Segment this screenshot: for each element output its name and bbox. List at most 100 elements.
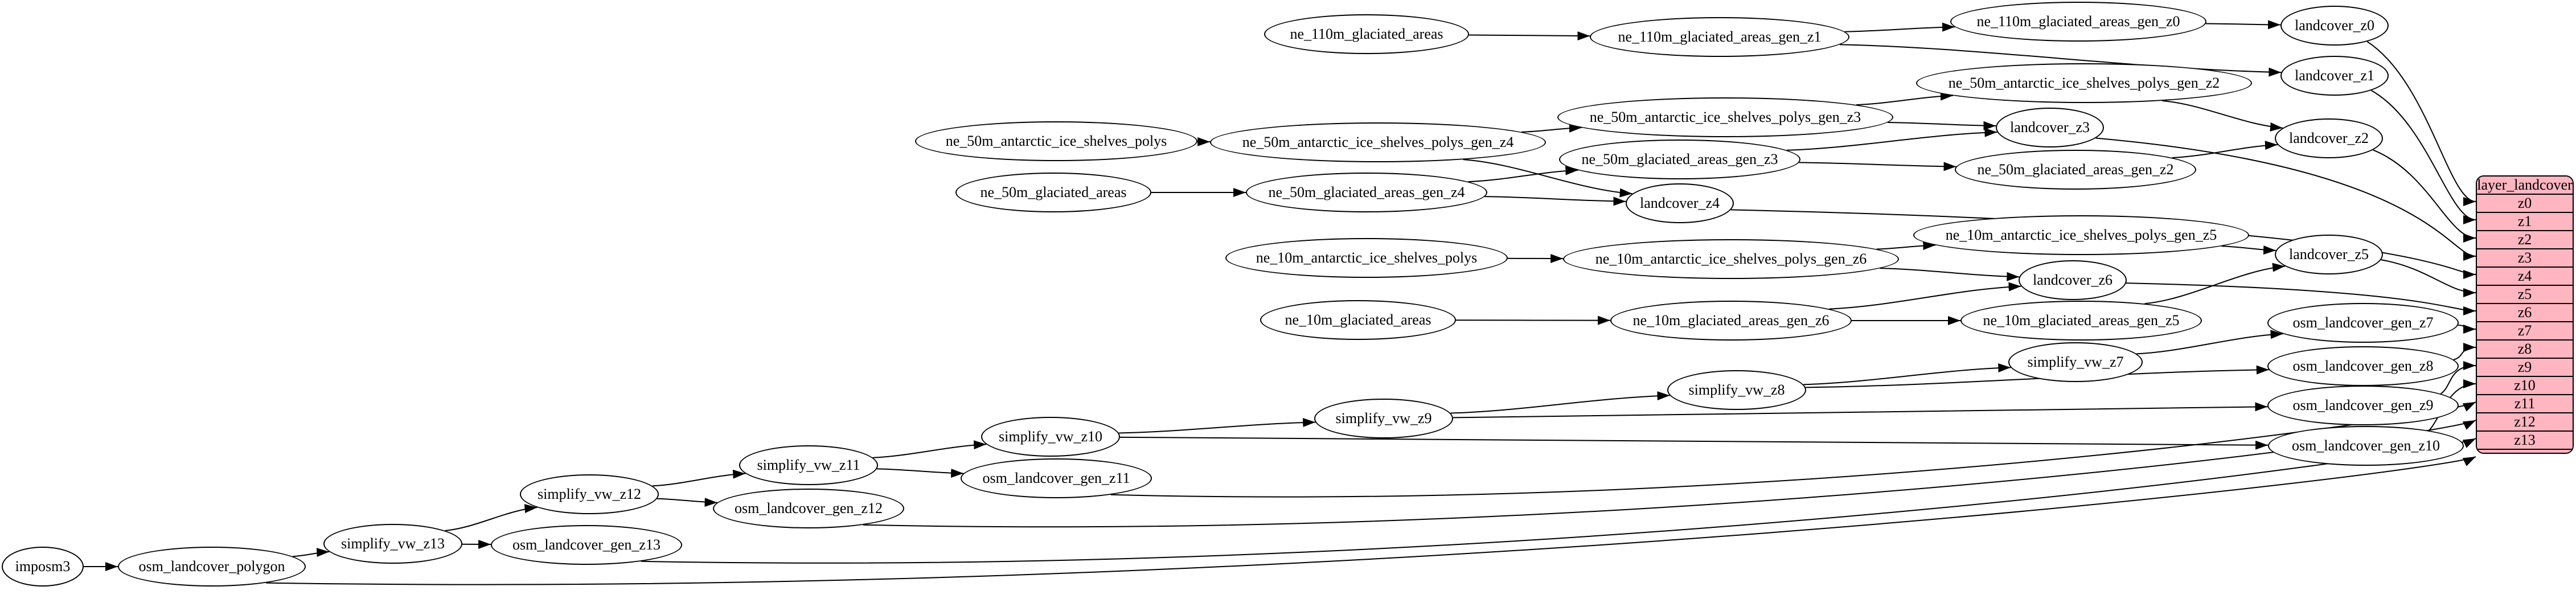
edge-ne_110m_glaciated_areas_gen_z1-to-landcover_z1 bbox=[1839, 44, 2282, 77]
node-label: ne_50m_glaciated_areas_gen_z3 bbox=[1581, 151, 1778, 167]
edge-osm_landcover_gen_z13-to-layer_landcover-z13 bbox=[641, 438, 2476, 564]
node-landcover-z1: landcover_z1 bbox=[2280, 56, 2389, 96]
edge-osm_landcover_polygon-to-layer_landcover-z14+ bbox=[266, 456, 2476, 585]
node-label: osm_landcover_gen_z11 bbox=[982, 470, 1130, 486]
table-header-layer-landcover: layer_landcover bbox=[2477, 177, 2573, 194]
edge-landcover_z6-to-layer_landcover-z6 bbox=[2126, 282, 2476, 315]
node-osm-landcover-gen-z8: osm_landcover_gen_z8 bbox=[2267, 346, 2459, 386]
edge-landcover_z5-to-layer_landcover-z5 bbox=[2381, 259, 2476, 297]
node-ne-10m-glaciated-areas-gen-z6: ne_10m_glaciated_areas_gen_z6 bbox=[1610, 301, 1852, 341]
edge-ne_110m_glaciated_areas_gen_z1-to-ne_110m_glaciated_areas_gen_z0 bbox=[1844, 22, 1955, 32]
node-label: osm_landcover_gen_z7 bbox=[2292, 314, 2434, 331]
node-ne-50m-glaciated-areas-gen-z3: ne_50m_glaciated_areas_gen_z3 bbox=[1559, 140, 1800, 179]
node-simplify-vw-z7: simplify_vw_z7 bbox=[2008, 342, 2143, 382]
node-ne-50m-glaciated-areas: ne_50m_glaciated_areas bbox=[955, 173, 1151, 212]
node-label: simplify_vw_z9 bbox=[1335, 410, 1432, 427]
table-row-z3: z3 bbox=[2477, 248, 2573, 266]
node-label: ne_10m_antarctic_ice_shelves_polys_gen_z… bbox=[1945, 227, 2217, 243]
edge-ne_110m_glaciated_areas-to-ne_110m_glaciated_areas_gen_z1 bbox=[1469, 31, 1590, 41]
node-ne-110m-glaciated-areas: ne_110m_glaciated_areas bbox=[1264, 14, 1469, 54]
edge-ne_10m_glaciated_areas_gen_z6-to-landcover_z6 bbox=[1829, 282, 2021, 310]
edge-simplify_vw_z7-to-osm_landcover_gen_z7 bbox=[2136, 330, 2283, 355]
edge-ne_50m_glaciated_areas_gen_z2-to-landcover_z2 bbox=[2172, 141, 2278, 159]
node-label: osm_landcover_gen_z10 bbox=[2292, 437, 2440, 454]
edge-osm_landcover_gen_z7-to-layer_landcover-z7 bbox=[2458, 324, 2476, 334]
node-label: imposm3 bbox=[15, 558, 71, 575]
edge-osm_landcover_gen_z9-to-layer_landcover-z9 bbox=[2440, 361, 2476, 395]
node-landcover-z2: landcover_z2 bbox=[2275, 118, 2383, 158]
node-label: landcover_z3 bbox=[2009, 119, 2090, 136]
node-landcover-z4: landcover_z4 bbox=[1626, 183, 1734, 223]
edge-simplify_vw_z9-to-osm_landcover_gen_z9 bbox=[1453, 402, 2268, 419]
table-row-z1: z1 bbox=[2477, 212, 2573, 230]
table-row-z4: z4 bbox=[2477, 266, 2573, 285]
table-layer-landcover: layer_landcover z0 z1 z2 z3 z4 z5 z6 z7 … bbox=[2476, 175, 2574, 454]
node-label: ne_10m_antarctic_ice_shelves_polys_gen_z… bbox=[1595, 251, 1867, 267]
node-landcover-z0: landcover_z0 bbox=[2280, 6, 2389, 46]
edge-simplify_vw_z10-to-simplify_vw_z9 bbox=[1118, 417, 1316, 434]
table-row-z9: z9 bbox=[2477, 358, 2573, 376]
node-label: ne_50m_antarctic_ice_shelves_polys_gen_z… bbox=[1589, 109, 1861, 125]
edge-simplify_vw_z12-to-simplify_vw_z11 bbox=[652, 469, 746, 487]
edge-ne_10m_antarctic_ice_shelves_polys_gen_z6-to-ne_10m_antarctic_ice_shelves_polys_gen_z5 bbox=[1876, 241, 1936, 251]
table-row-z7: z7 bbox=[2477, 321, 2573, 339]
edge-ne_50m_glaciated_areas_gen_z4-to-ne_50m_glaciated_areas_gen_z3 bbox=[1468, 166, 1578, 183]
edge-osm_landcover_gen_z8-to-layer_landcover-z8 bbox=[2453, 343, 2476, 360]
node-imposm3: imposm3 bbox=[2, 547, 84, 587]
node-label: simplify_vw_z11 bbox=[757, 457, 860, 473]
edge-ne_50m_antarctic_ice_shelves_polys_gen_z3-to-landcover_z3 bbox=[1888, 121, 1996, 130]
node-ne-50m-glaciated-areas-gen-z2: ne_50m_glaciated_areas_gen_z2 bbox=[1955, 150, 2196, 190]
edge-ne_50m_glaciated_areas_gen_z3-to-landcover_z3 bbox=[1786, 128, 1997, 151]
node-label: landcover_z1 bbox=[2294, 67, 2375, 84]
node-label: ne_10m_glaciated_areas_gen_z6 bbox=[1632, 312, 1830, 329]
edge-simplify_vw_z13-to-simplify_vw_z12 bbox=[445, 504, 538, 531]
table-row-z11: z11 bbox=[2477, 394, 2573, 412]
node-label: osm_landcover_gen_z12 bbox=[735, 500, 883, 516]
node-ne-50m-glaciated-areas-gen-z4: ne_50m_glaciated_areas_gen_z4 bbox=[1246, 173, 1487, 212]
edge-ne_50m_glaciated_areas_gen_z3-to-ne_50m_glaciated_areas_gen_z2 bbox=[1799, 162, 1956, 171]
edge-ne_110m_glaciated_areas_gen_z0-to-landcover_z0 bbox=[2205, 20, 2281, 30]
node-ne-50m-antarctic-ice-shelves-polys-gen-z4: ne_50m_antarctic_ice_shelves_polys_gen_z… bbox=[1210, 122, 1546, 162]
table-row-z0: z0 bbox=[2477, 194, 2573, 212]
node-ne-50m-antarctic-ice-shelves-polys-gen-z2: ne_50m_antarctic_ice_shelves_polys_gen_z… bbox=[1916, 63, 2252, 103]
edge-ne_10m_antarctic_ice_shelves_polys_gen_z5-to-landcover_z5 bbox=[2221, 245, 2276, 255]
table-row-z13: z13 bbox=[2477, 430, 2573, 449]
node-label: simplify_vw_z7 bbox=[2027, 354, 2124, 370]
node-ne-10m-glaciated-areas: ne_10m_glaciated_areas bbox=[1260, 300, 1456, 340]
node-label: ne_10m_glaciated_areas_gen_z5 bbox=[1983, 312, 2180, 329]
node-label: osm_landcover_gen_z13 bbox=[512, 536, 661, 553]
node-simplify-vw-z12: simplify_vw_z12 bbox=[520, 474, 659, 514]
edge-osm_landcover_polygon-to-simplify_vw_z13 bbox=[292, 548, 330, 557]
table-row-z8: z8 bbox=[2477, 339, 2573, 358]
node-label: landcover_z0 bbox=[2294, 17, 2375, 34]
node-label: simplify_vw_z13 bbox=[341, 535, 445, 552]
edge-landcover_z2-to-layer_landcover-z2 bbox=[2373, 149, 2476, 243]
node-label: ne_10m_glaciated_areas bbox=[1285, 311, 1431, 328]
node-osm-landcover-gen-z7: osm_landcover_gen_z7 bbox=[2267, 303, 2459, 343]
edge-ne_50m_antarctic_ice_shelves_polys_gen_z3-to-ne_50m_antarctic_ice_shelves_polys_gen_z2 bbox=[1856, 91, 1953, 106]
node-label: simplify_vw_z8 bbox=[1688, 382, 1785, 398]
edge-ne_10m_antarctic_ice_shelves_polys_gen_z6-to-landcover_z6 bbox=[1880, 268, 2020, 281]
node-osm-landcover-gen-z12: osm_landcover_gen_z12 bbox=[713, 489, 904, 528]
node-label: ne_110m_glaciated_areas_gen_z1 bbox=[1618, 28, 1822, 45]
node-ne-50m-antarctic-ice-shelves-polys: ne_50m_antarctic_ice_shelves_polys bbox=[915, 121, 1197, 161]
node-simplify-vw-z8: simplify_vw_z8 bbox=[1667, 370, 1806, 410]
node-ne-110m-glaciated-areas-gen-z1: ne_110m_glaciated_areas_gen_z1 bbox=[1590, 17, 1849, 57]
node-label: landcover_z2 bbox=[2288, 130, 2369, 146]
edge-simplify_vw_z9-to-simplify_vw_z8 bbox=[1450, 391, 1670, 414]
node-label: ne_50m_antarctic_ice_shelves_polys_gen_z… bbox=[1948, 75, 2220, 91]
node-osm-landcover-gen-z13: osm_landcover_gen_z13 bbox=[491, 525, 682, 565]
node-label: osm_landcover_gen_z8 bbox=[2292, 358, 2434, 374]
edge-simplify_vw_z10-to-osm_landcover_gen_z10 bbox=[1119, 436, 2269, 450]
edge-landcover_z3-to-layer_landcover-z3 bbox=[2095, 137, 2476, 261]
node-osm-landcover-gen-z9: osm_landcover_gen_z9 bbox=[2267, 386, 2459, 425]
node-simplify-vw-z10: simplify_vw_z10 bbox=[981, 417, 1120, 457]
edge-ne_50m_antarctic_ice_shelves_polys_gen_z2-to-landcover_z2 bbox=[2162, 100, 2283, 132]
node-osm-landcover-gen-z10: osm_landcover_gen_z10 bbox=[2268, 426, 2464, 466]
node-osm-landcover-polygon: osm_landcover_polygon bbox=[118, 547, 306, 587]
node-label: ne_10m_antarctic_ice_shelves_polys bbox=[1256, 249, 1478, 266]
node-ne-110m-glaciated-areas-gen-z0: ne_110m_glaciated_areas_gen_z0 bbox=[1950, 2, 2206, 42]
edge-simplify_vw_z12-to-osm_landcover_gen_z12 bbox=[657, 498, 717, 507]
node-ne-10m-antarctic-ice-shelves-polys-gen-z6: ne_10m_antarctic_ice_shelves_polys_gen_z… bbox=[1563, 239, 1899, 279]
